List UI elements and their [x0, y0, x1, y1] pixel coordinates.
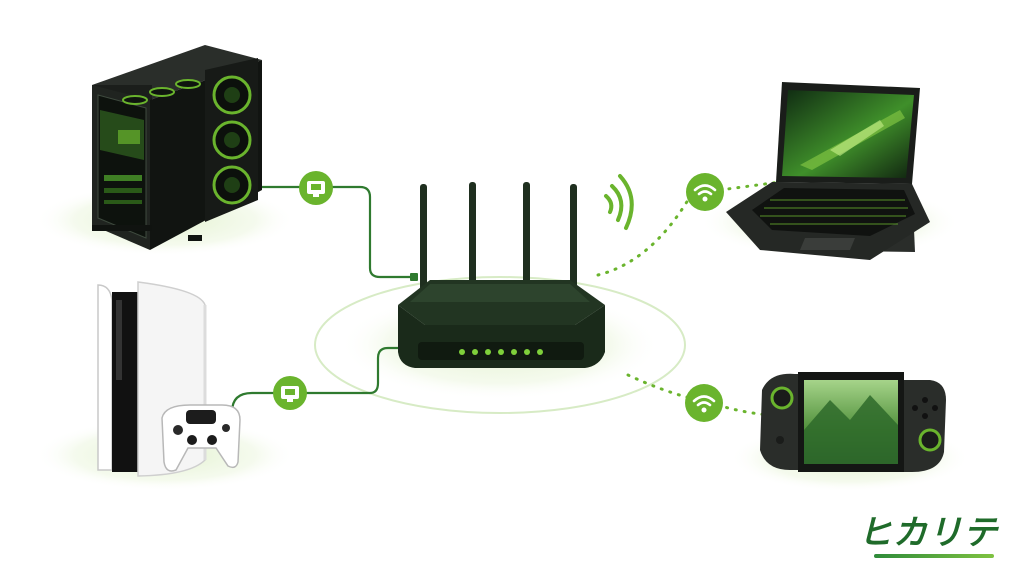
gaming-pc-tower-icon — [92, 45, 262, 250]
ethernet-port-icon — [299, 171, 333, 205]
wifi-link-laptop-2 — [718, 180, 782, 192]
game-console-icon — [97, 281, 241, 477]
wifi-link-handheld-2 — [716, 403, 770, 417]
brand-logo-underline — [874, 554, 994, 558]
cable-plug — [410, 273, 418, 281]
ethernet-cable-console — [230, 346, 404, 413]
wifi-icon — [686, 173, 724, 211]
wifi-link-laptop — [596, 188, 704, 277]
laptop-icon — [726, 82, 930, 260]
wifi-link-handheld — [626, 373, 692, 400]
wifi-icon — [685, 384, 723, 422]
handheld-console-icon — [760, 372, 946, 472]
wifi-router-icon — [398, 182, 605, 368]
brand-logo: ヒカリテ — [858, 513, 998, 553]
ethernet-port-icon — [273, 376, 307, 410]
wifi-signal-icon — [604, 174, 634, 230]
ethernet-cable-pc — [262, 185, 414, 279]
